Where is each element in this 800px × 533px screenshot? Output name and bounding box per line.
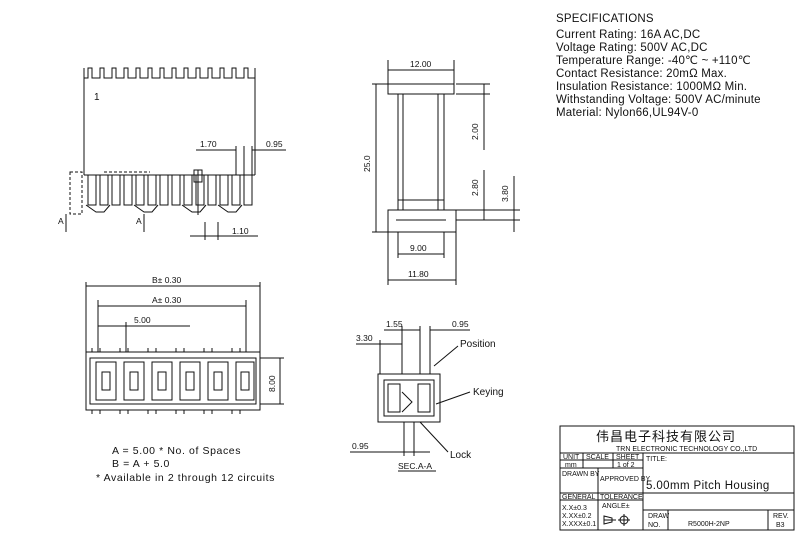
front-pin-one-mark: 1 (94, 92, 100, 103)
side-dim-outer-width: 11.80 (408, 269, 429, 279)
side-dim-top-width: 12.00 (410, 59, 432, 69)
angle-label: ANGLE± (602, 503, 630, 510)
no-label: NO. (648, 522, 661, 529)
leader-position (433, 345, 459, 367)
spec-material: Material: Nylon66,UL94V-0 (556, 107, 698, 119)
bottom-dim-a: A± 0.30 (152, 295, 182, 305)
front-section-label-left: A (58, 216, 64, 226)
rev-value: B3 (776, 522, 785, 529)
tolerance-x-xxx: X.XXX±0.1 (562, 521, 596, 528)
unit-label: UNIT (563, 454, 580, 461)
front-contacts (85, 169, 253, 215)
bottom-dim-b: B± 0.30 (152, 275, 182, 285)
section-view (350, 326, 471, 472)
tolerance-x-x: X.X±0.3 (562, 505, 587, 512)
title-block-frame (559, 425, 795, 531)
section-dim-095: 0.95 (452, 319, 469, 329)
spec-current-rating: Current Rating: 16A AC,DC (556, 29, 700, 41)
section-label-keying: Keying (473, 387, 504, 398)
section-caption: SEC.A-A (398, 461, 432, 471)
draw-label: DRAW (648, 513, 670, 520)
section-left-cavity (387, 383, 401, 413)
drawn-by-label: DRAWN BY (562, 471, 600, 478)
bottom-dim-depth: 8.00 (267, 375, 277, 392)
note-b-formula: B = A + 5.0 (112, 458, 170, 470)
company-name-en: TRN ELECTRONIC TECHNOLOGY CO.,LTD (616, 446, 757, 453)
bottom-cavities (91, 348, 255, 414)
spec-withstanding-voltage: Withstanding Voltage: 500V AC/minute (556, 94, 761, 106)
approved-by-label: APPROVED BY (600, 476, 651, 483)
bottom-outline (85, 351, 261, 411)
bottom-view (85, 282, 284, 414)
section-dim-155: 1.55 (386, 319, 403, 329)
section-outline (377, 373, 441, 423)
sheet-label: SHEET (616, 454, 640, 461)
spec-voltage-rating: Voltage Rating: 500V AC,DC (556, 42, 708, 54)
side-body (397, 93, 445, 211)
tolerance-x-xx: X.XX±0.2 (562, 513, 592, 520)
front-view (65, 67, 286, 240)
note-availability: * Available in 2 through 12 circuits (96, 472, 275, 484)
drawing-number: R5000H-2NP (688, 521, 730, 528)
note-a-formula: A = 5.00 * No. of Spaces (112, 445, 241, 457)
spec-contact-resistance: Contact Resistance: 20mΩ Max. (556, 68, 727, 80)
drawing-title: 5.00mm Pitch Housing (646, 480, 770, 492)
bottom-inner (89, 357, 257, 405)
spec-heading: SPECIFICATIONS (556, 13, 654, 25)
title-block (559, 425, 795, 531)
front-dim-110: 1.10 (232, 226, 249, 236)
projection-symbol-cone (603, 515, 613, 525)
side-dim-top-step: 2.00 (470, 123, 480, 140)
side-dim-inner-width: 9.00 (410, 243, 427, 253)
tolerance-label: TOLERANCE (600, 494, 643, 501)
section-inner (383, 379, 435, 417)
front-top-teeth (83, 67, 256, 79)
side-dim-bottom-step: 2.80 (470, 179, 480, 196)
spec-temperature-range: Temperature Range: -40℃ ~ +110℃ (556, 55, 751, 67)
general-label: GENERAL (562, 494, 596, 501)
leader-lock (419, 421, 449, 453)
formula-notes: A = 5.00 * No. of Spaces B = A + 5.0 * A… (96, 445, 275, 484)
front-section-label-right: A (136, 216, 142, 226)
section-dim-330: 3.30 (356, 333, 373, 343)
section-label-position: Position (460, 339, 496, 350)
front-dim-170: 1.70 (200, 139, 217, 149)
title-label: TITLE: (646, 456, 667, 463)
side-view (372, 60, 520, 285)
leader-keying (435, 391, 471, 405)
side-dim-height: 25.0 (362, 155, 372, 172)
section-dim-bottom-095: 0.95 (352, 441, 369, 451)
side-dim-bottom-total: 3.80 (500, 185, 510, 202)
section-keying-shape (401, 391, 413, 413)
side-base (387, 199, 457, 233)
section-right-cavity (417, 383, 431, 413)
scale-label: SCALE (586, 454, 609, 461)
bottom-dim-pitch: 5.00 (134, 315, 151, 325)
specifications-block: SPECIFICATIONS Current Rating: 16A AC,DC… (556, 13, 761, 119)
front-dim-095: 0.95 (266, 139, 283, 149)
side-top-cap (387, 83, 455, 95)
spec-insulation-resistance: Insulation Resistance: 1000MΩ Min. (556, 81, 747, 93)
unit-value: mm (565, 462, 577, 469)
company-name-cn: 伟昌电子科技有限公司 (596, 430, 736, 445)
section-label-lock: Lock (450, 450, 472, 461)
rev-label: REV. (773, 513, 789, 520)
front-hidden-left (69, 171, 83, 215)
sheet-value: 1 of 2 (617, 462, 635, 469)
